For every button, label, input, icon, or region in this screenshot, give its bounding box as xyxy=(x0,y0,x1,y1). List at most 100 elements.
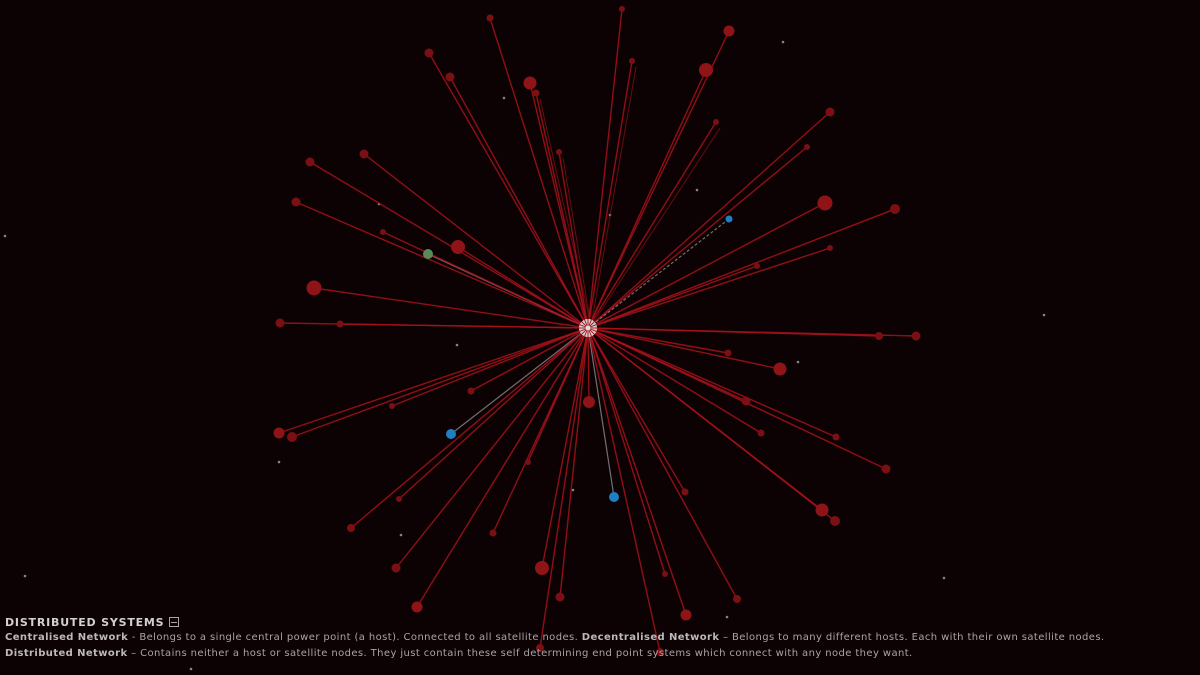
network-node[interactable] xyxy=(336,320,344,328)
network-node[interactable] xyxy=(411,601,423,613)
network-node[interactable] xyxy=(825,107,835,117)
network-edge xyxy=(587,327,887,470)
network-edge xyxy=(416,327,589,608)
network-edge xyxy=(559,327,589,598)
network-node[interactable] xyxy=(380,229,386,235)
network-node[interactable] xyxy=(525,459,531,465)
network-node[interactable] xyxy=(754,263,760,269)
network-node[interactable] xyxy=(699,63,713,77)
hub-node[interactable] xyxy=(579,319,597,337)
network-node[interactable] xyxy=(445,72,455,82)
network-node[interactable] xyxy=(536,644,544,652)
network-node[interactable] xyxy=(359,149,369,159)
network-node[interactable] xyxy=(827,245,833,251)
network-node[interactable] xyxy=(773,362,787,376)
network-edge xyxy=(398,327,589,500)
network-node[interactable] xyxy=(890,204,900,214)
network-node[interactable] xyxy=(619,6,625,12)
network-node[interactable] xyxy=(583,396,595,408)
network-node[interactable] xyxy=(306,280,322,296)
panel-header: DISTRIBUTED SYSTEMS xyxy=(5,614,1195,630)
network-node[interactable] xyxy=(556,149,562,155)
network-edge xyxy=(590,66,637,327)
network-node[interactable] xyxy=(275,318,285,328)
network-node[interactable] xyxy=(555,592,565,602)
network-edge xyxy=(535,92,589,329)
network-node[interactable] xyxy=(389,403,395,409)
network-edge xyxy=(587,327,762,434)
network-edge xyxy=(558,151,589,329)
network-node[interactable] xyxy=(273,427,285,439)
network-node[interactable] xyxy=(451,240,465,254)
network-node[interactable] xyxy=(757,429,765,437)
network-node[interactable] xyxy=(662,571,668,577)
background-star xyxy=(3,234,7,238)
network-edge xyxy=(587,327,781,370)
network-edge xyxy=(450,327,589,435)
collapse-minus-icon[interactable] xyxy=(169,617,180,627)
network-node[interactable] xyxy=(424,48,434,58)
network-node[interactable] xyxy=(629,58,635,64)
network-edge xyxy=(587,202,826,329)
network-node-blue[interactable] xyxy=(725,215,733,223)
network-node[interactable] xyxy=(804,144,810,150)
network-node-blue[interactable] xyxy=(609,492,619,502)
network-node[interactable] xyxy=(723,25,735,37)
network-node-blue[interactable] xyxy=(446,429,456,439)
background-star xyxy=(455,343,459,347)
network-edge xyxy=(587,327,729,354)
network-node[interactable] xyxy=(291,197,301,207)
network-node[interactable] xyxy=(305,157,315,167)
network-node[interactable] xyxy=(911,331,921,341)
desc-distributed: – Contains neither a host or satellite n… xyxy=(127,648,913,659)
network-edge xyxy=(391,327,589,407)
network-node[interactable] xyxy=(535,561,549,575)
network-edge xyxy=(587,265,758,329)
network-node[interactable] xyxy=(817,195,833,211)
network-edge xyxy=(278,327,589,434)
network-node[interactable] xyxy=(489,529,497,537)
network-node[interactable] xyxy=(830,516,840,526)
network-node[interactable] xyxy=(733,595,741,603)
network-node-green[interactable] xyxy=(423,249,433,259)
description-line-1: Centralised Network - Belongs to a singl… xyxy=(5,630,1195,646)
edges-layer xyxy=(3,8,1046,671)
network-node[interactable] xyxy=(656,648,664,656)
network-edge xyxy=(541,327,589,569)
network-edge xyxy=(449,76,589,329)
network-node[interactable] xyxy=(391,563,401,573)
background-star xyxy=(502,96,506,100)
network-node[interactable] xyxy=(881,464,891,474)
network-node[interactable] xyxy=(713,119,719,125)
network-edge xyxy=(313,287,589,329)
desc-decentralised: – Belongs to many different hosts. Each … xyxy=(719,632,1105,643)
network-node[interactable] xyxy=(832,433,840,441)
hub-node-center xyxy=(585,325,591,331)
network-node[interactable] xyxy=(532,89,540,97)
background-star xyxy=(725,615,729,619)
network-edge xyxy=(587,327,837,438)
background-star xyxy=(189,667,193,671)
network-edge xyxy=(587,327,590,403)
network-node[interactable] xyxy=(815,503,829,517)
network-edge xyxy=(587,146,808,329)
network-edge xyxy=(587,218,730,329)
background-star xyxy=(1042,313,1046,317)
network-node[interactable] xyxy=(523,76,537,90)
network-node[interactable] xyxy=(875,332,883,340)
network-node[interactable] xyxy=(741,396,751,406)
network-node[interactable] xyxy=(486,14,494,22)
network-edge xyxy=(489,17,589,329)
network-node[interactable] xyxy=(680,609,692,621)
network-node[interactable] xyxy=(287,432,297,442)
network-edge xyxy=(587,121,717,329)
panel-title: DISTRIBUTED SYSTEMS xyxy=(5,615,165,629)
network-node[interactable] xyxy=(396,496,402,502)
network-edge xyxy=(587,327,687,616)
network-node[interactable] xyxy=(724,349,732,357)
network-node[interactable] xyxy=(681,488,689,496)
network-node[interactable] xyxy=(347,524,355,532)
network-node[interactable] xyxy=(467,387,475,395)
